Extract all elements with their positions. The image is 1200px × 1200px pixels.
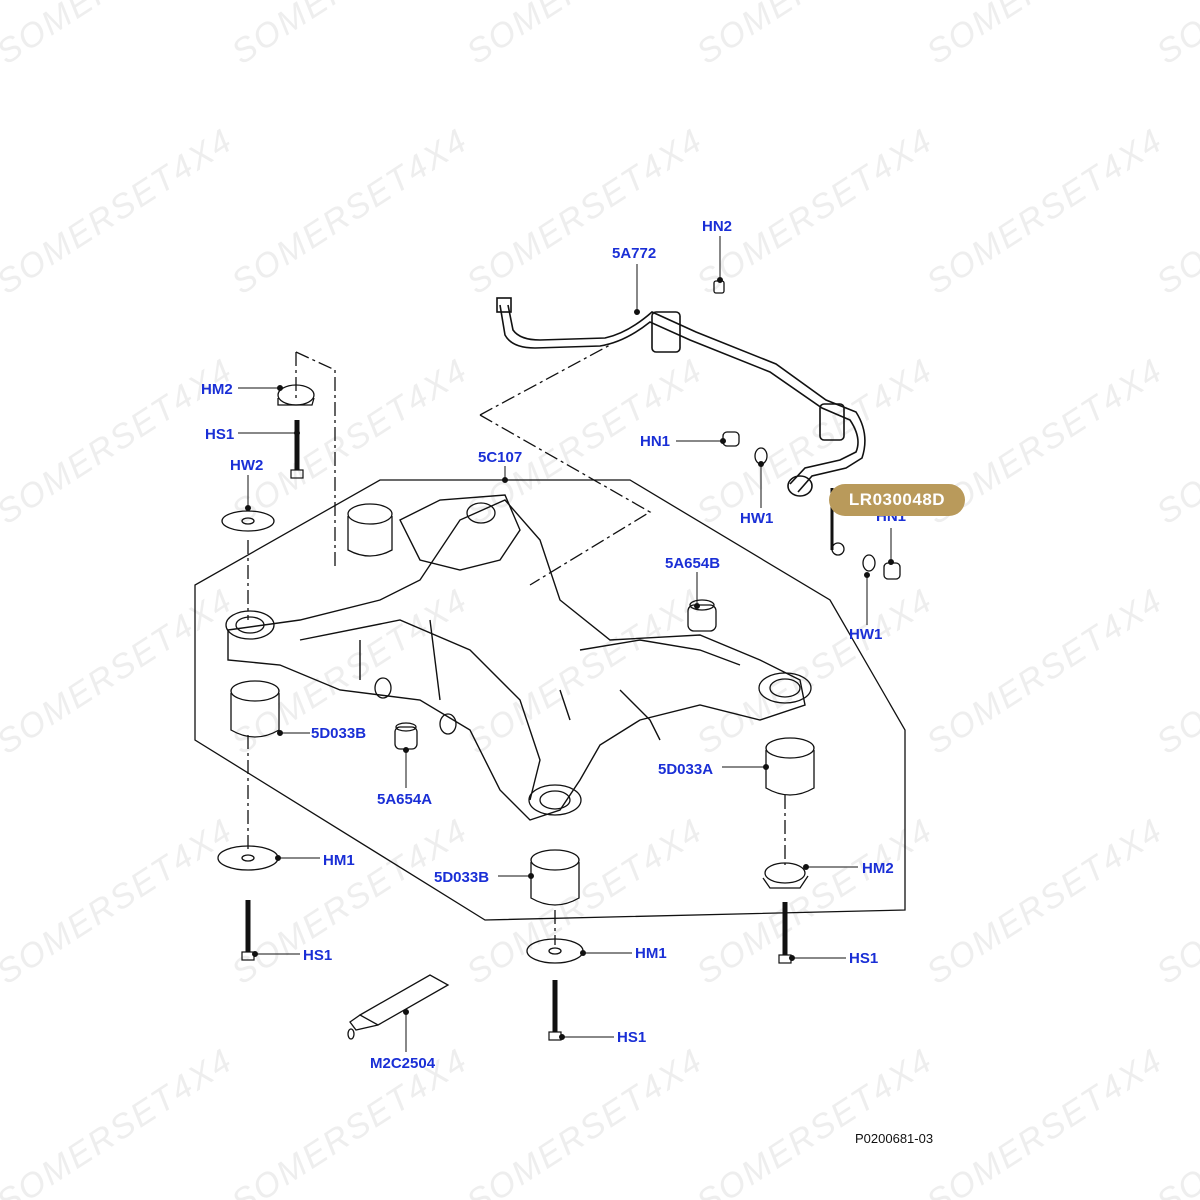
leader-lines: [238, 236, 894, 1052]
callout-hw1-right: HW1: [849, 626, 883, 643]
callout-hs1-left: HS1: [205, 426, 235, 443]
bush-5a654a: [394, 722, 418, 750]
callout-hw1-mid: HW1: [740, 510, 774, 527]
frame-bushes: [225, 502, 812, 816]
callout-hm2-left: HM2: [201, 381, 233, 398]
figure-code: P0200681-03: [855, 1131, 934, 1146]
callout-hm1-left: HM1: [323, 852, 355, 869]
bracket-hm2-left: [277, 384, 315, 406]
callout-hn1-top: HN1: [640, 433, 671, 450]
drop-link-parts: [713, 280, 901, 580]
bush-5d033a: [765, 737, 815, 796]
callout-hw2: HW2: [230, 457, 264, 474]
anti-roll-bar: [496, 297, 866, 497]
callout-hn2: HN2: [702, 218, 733, 235]
callout-5d033b-bottom: 5D033B: [434, 869, 490, 886]
callout-hm2-right: HM2: [862, 860, 894, 877]
callout-5a654b: 5A654B: [665, 555, 721, 572]
callout-hs1-right: HS1: [849, 950, 879, 967]
callout-5a772: 5A772: [612, 245, 657, 262]
plate-hm1-left: [217, 845, 279, 871]
bracket-hm2-right: [762, 862, 809, 889]
highlighted-part-badge[interactable]: LR030048D: [829, 484, 965, 516]
subframe: [227, 494, 806, 821]
callout-5d033a: 5D033A: [658, 761, 714, 778]
washer-hw2: [221, 510, 275, 532]
callout-hm1-bottom: HM1: [635, 945, 667, 962]
callout-m2c2504: M2C2504: [370, 1055, 436, 1072]
callout-5a654a: 5A654A: [377, 791, 433, 808]
grease-tube: [347, 974, 450, 1040]
bolts: [241, 420, 792, 1041]
bush-5d033-top: [347, 503, 393, 557]
callout-5d033b-left: 5D033B: [311, 725, 367, 742]
alignment-lines: [247, 344, 786, 945]
callout-hs1-bottom: HS1: [617, 1029, 647, 1046]
bush-5d033b-left: [230, 680, 280, 738]
callout-hs1-lower-left: HS1: [303, 947, 333, 964]
callout-5c107: 5C107: [478, 449, 523, 466]
bush-5d033b-bottom: [530, 849, 580, 906]
assembly-frame: [194, 479, 906, 921]
bush-5a654b: [687, 599, 717, 632]
